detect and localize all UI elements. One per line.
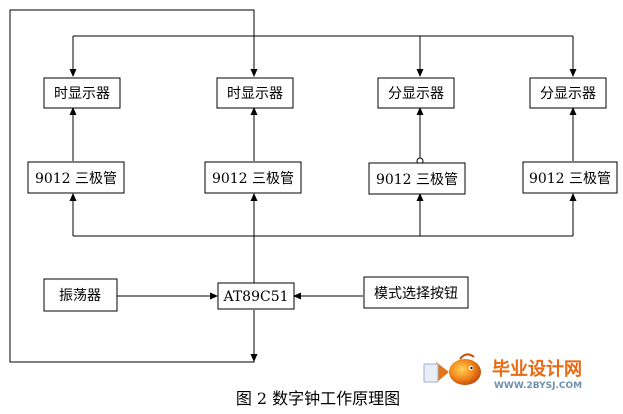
transistor2-label: 9012 三极管	[212, 171, 294, 187]
watermark-url: WWW.2BYSJ.COM	[494, 381, 582, 391]
display2-block: 时显示器	[216, 77, 294, 109]
display3-block: 分显示器	[377, 77, 455, 109]
mode-button-block: 模式选择按钮	[363, 276, 469, 309]
transistor1-label: 9012 三极管	[35, 171, 117, 187]
display1-block: 时显示器	[43, 77, 121, 109]
fish-logo-icon	[423, 353, 481, 385]
transistor2-block: 9012 三极管	[204, 161, 302, 194]
transistor1-block: 9012 三极管	[27, 161, 125, 194]
display4-label: 分显示器	[540, 86, 596, 102]
watermark-logo: 毕业设计网 WWW.2BYSJ.COM	[423, 353, 582, 391]
display3-label: 分显示器	[388, 86, 444, 102]
mode-button-label: 模式选择按钮	[374, 286, 458, 302]
oscillator-block: 振荡器	[43, 278, 118, 312]
figure-caption: 图 2 数字钟工作原理图	[236, 389, 400, 408]
display1-label: 时显示器	[54, 86, 110, 102]
watermark-title: 毕业设计网	[492, 358, 582, 380]
mcu-label: AT89C51	[222, 289, 288, 305]
display2-label: 时显示器	[227, 86, 283, 102]
mcu-block: AT89C51	[217, 282, 295, 310]
transistor4-label: 9012 三极管	[529, 171, 611, 187]
transistor3-block: 9012 三极管	[368, 162, 466, 195]
display4-block: 分显示器	[529, 77, 607, 109]
transistor3-label: 9012 三极管	[376, 172, 458, 188]
oscillator-label: 振荡器	[59, 288, 101, 304]
transistor4-block: 9012 三极管	[522, 161, 618, 194]
